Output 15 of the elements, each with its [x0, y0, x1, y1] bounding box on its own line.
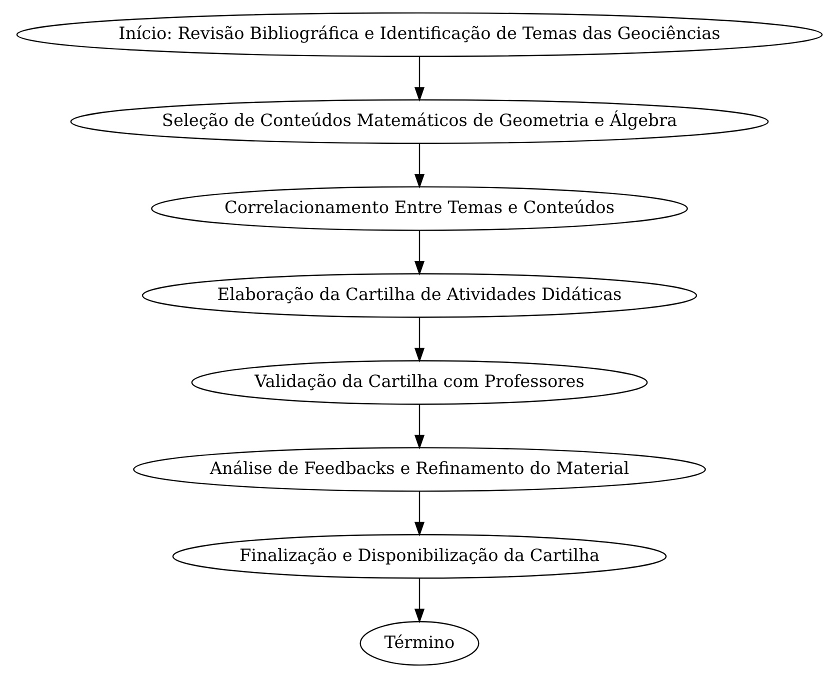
node-ellipse: Término	[359, 621, 479, 666]
node-ellipse: Análise de Feedbacks e Refinamento do Material	[132, 447, 706, 492]
arrow	[414, 492, 424, 536]
arrow	[414, 404, 424, 450]
arrow	[414, 318, 424, 362]
node-ellipse: Correlacionamento Entre Temas e Conteúdos	[150, 186, 688, 231]
arrow	[414, 144, 424, 189]
node-ellipse: Seleção de Conteúdos Matemáticos de Geometria e Álgebra	[70, 99, 768, 144]
arrow	[414, 230, 424, 276]
node-ellipse: Finalização e Disponibilização da Cartilha	[172, 534, 666, 579]
node-ellipse: Início: Revisão Bibliográfica e Identificação de Temas das Geociências	[16, 12, 822, 57]
arrow	[414, 578, 424, 624]
node-ellipse: Validação da Cartilha com Professores	[190, 360, 648, 405]
node-ellipse: Elaboração da Cartilha de Atividades Didáticas	[141, 273, 697, 318]
arrow	[414, 56, 424, 102]
